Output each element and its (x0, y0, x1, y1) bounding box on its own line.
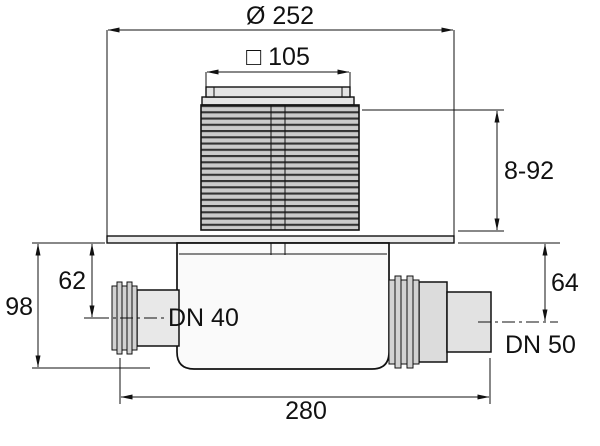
dim-top-square: □ 105 (205, 43, 351, 88)
dim-overall-length: 280 (119, 358, 491, 425)
outlet-dn50-rib (406, 275, 414, 369)
outlet-dn50-coupling (418, 281, 448, 363)
dim-label-overall-length: 280 (285, 397, 327, 425)
dim-top-diameter: Ø 252 (106, 2, 455, 236)
grate-top (205, 86, 351, 98)
outlet-dn50-rib (394, 275, 402, 369)
dim-label-adjustment: 8-92 (504, 157, 554, 185)
outlet-dn50-rib (400, 279, 408, 365)
dim-label-square: □ 105 (246, 43, 310, 71)
telescopic-rib-section (200, 104, 360, 231)
label-dn50: DN 50 (505, 331, 576, 359)
outlet-dn50 (388, 275, 492, 369)
grate-frame-lip (201, 96, 355, 106)
dim-total-height: 98 (5, 242, 150, 369)
outlet-dn50-rib (388, 279, 396, 365)
outlet-dn50-rib (412, 279, 420, 365)
dim-left-axis-height: 62 (58, 243, 96, 319)
dim-label-left-axis: 62 (58, 267, 86, 295)
dim-label-diameter: Ø 252 (246, 2, 314, 30)
flange-plate (106, 235, 455, 244)
dim-label-right-axis: 64 (551, 269, 579, 297)
dim-label-total-height: 98 (5, 293, 33, 321)
dim-adjustment-height: 8-92 (362, 109, 554, 232)
label-dn40: DN 40 (168, 304, 239, 332)
riser-assembly (200, 86, 360, 231)
dim-right-axis-height: 64 (458, 242, 579, 322)
